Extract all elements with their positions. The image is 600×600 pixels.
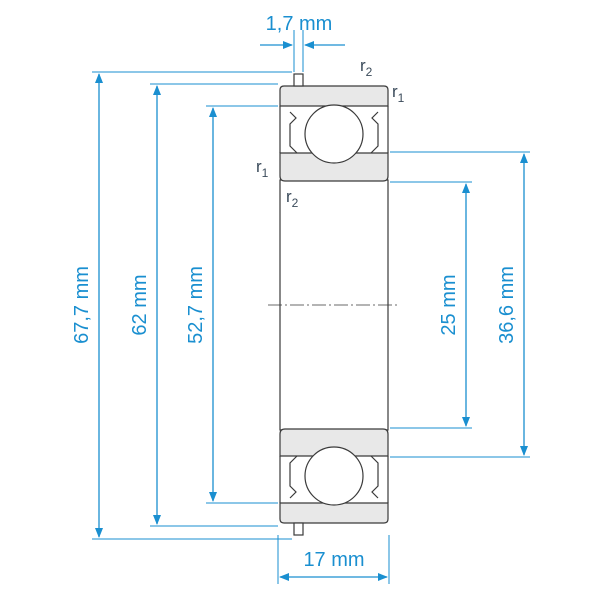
label-width: 17 mm [303,549,364,571]
upper-ball [304,104,364,164]
snap-ring-bottom [293,522,304,536]
extension-lines [92,30,530,584]
lower-left-shield [289,455,298,499]
upper-left-shield [289,111,298,154]
snap-ring-top [293,73,304,87]
label-outer-ring-inner: 52,7 mm [185,266,207,344]
chamfer-labels: r2 r1 r1 r2 [256,56,405,210]
dimension-lines [95,41,528,581]
upper-right-shield [370,111,379,154]
label-outer-diameter: 62 mm [129,274,151,335]
label-snap-ring-width: 1,7 mm [266,13,333,35]
label-inner-ring-outer: 36,6 mm [496,266,518,344]
chamfer-r1-left: r1 [256,157,269,180]
chamfer-r1-top: r1 [392,82,405,105]
bearing-body [279,73,389,536]
label-outer-diameter-groove: 67,7 mm [71,266,93,344]
lower-ball [304,446,364,506]
lower-right-shield [370,455,379,499]
label-bore: 25 mm [438,274,460,335]
dimension-labels: 67,7 mm 62 mm 52,7 mm 25 mm 36,6 mm 17 m… [71,13,518,571]
upper-outer-ring [279,85,389,107]
chamfer-r2-top: r2 [360,56,373,79]
lower-outer-ring [279,502,389,524]
chamfer-r2-left: r2 [286,187,299,210]
upper-inner-ring [279,152,389,182]
